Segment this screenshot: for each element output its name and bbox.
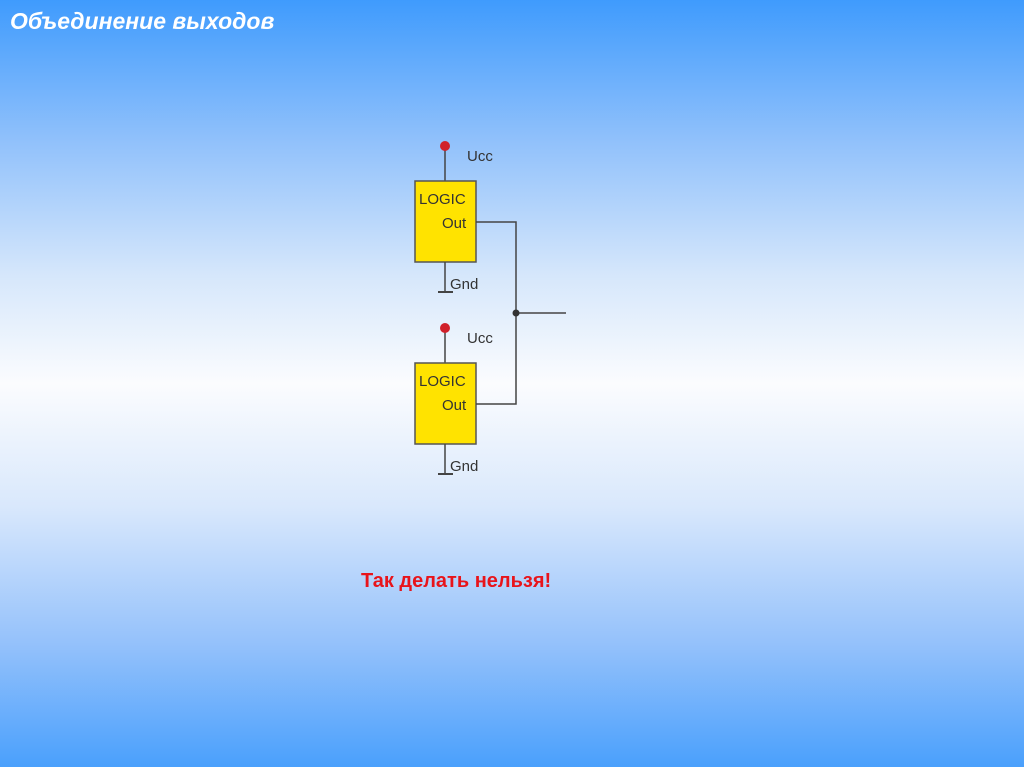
ground-label: Gnd [450, 458, 478, 475]
supply-dot-icon [440, 141, 450, 151]
supply-dot-icon [440, 323, 450, 333]
gate-1: Ucc LOGIC Out Gnd [414, 141, 493, 293]
logic-label: LOGIC [419, 191, 466, 208]
gate-2: Ucc LOGIC Out Gnd [414, 323, 493, 475]
supply-label: Ucc [467, 330, 493, 347]
logic-block [414, 180, 477, 263]
slide-title: Объединение выходов [10, 8, 275, 34]
ground-label: Gnd [450, 276, 478, 293]
supply-label: Ucc [467, 148, 493, 165]
output-wiring [476, 221, 566, 405]
out-label: Out [442, 215, 467, 232]
junction-dot-icon [512, 309, 520, 317]
logic-label: LOGIC [419, 373, 466, 390]
logic-block [414, 362, 477, 445]
out-label: Out [442, 397, 467, 414]
warning-text: Так делать нельзя! [361, 570, 552, 592]
